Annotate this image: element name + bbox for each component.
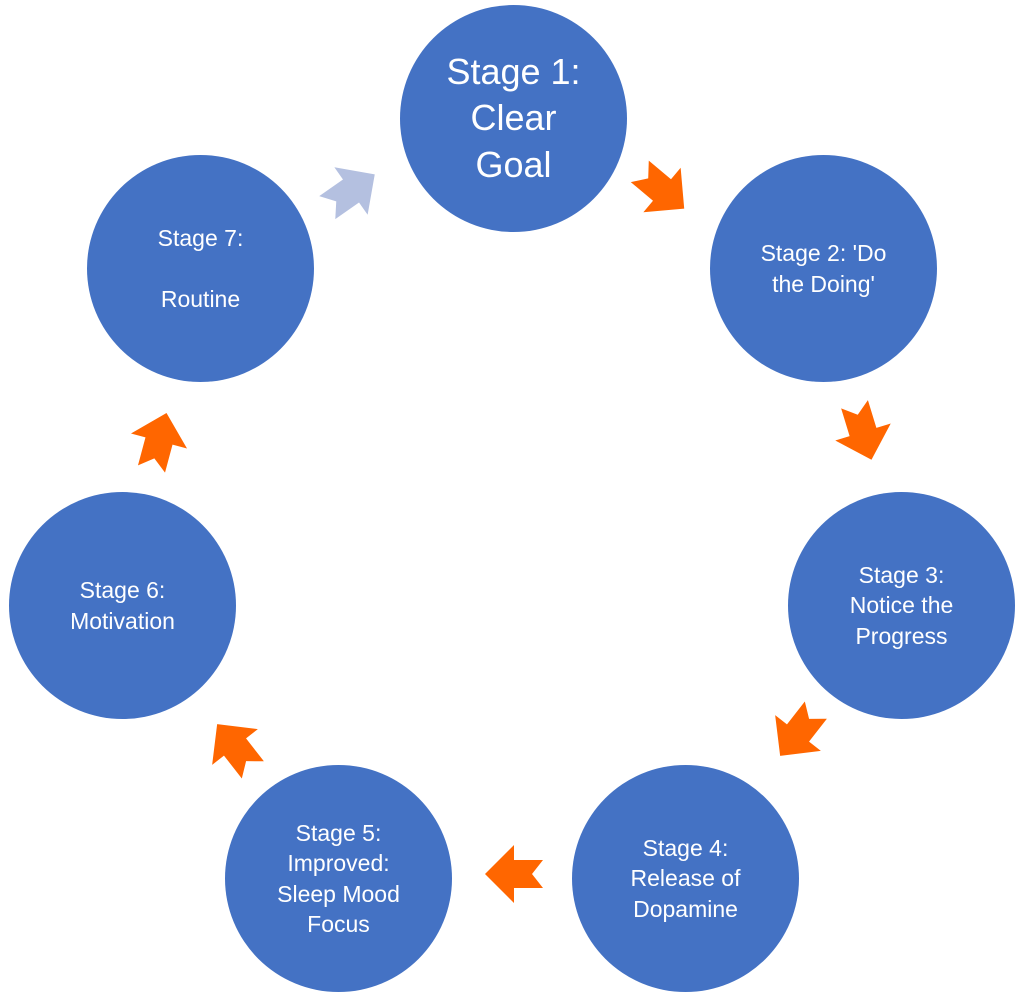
stage-5-label: Stage 5: Improved: Sleep Mood Focus <box>277 819 400 937</box>
arrow-stage7-to-stage1 <box>319 160 382 222</box>
stage-4-label: Stage 4: Release of Dopamine <box>630 834 741 922</box>
stage-6-label: Stage 6: Motivation <box>70 577 175 634</box>
stage-5-circle: Stage 5: Improved: Sleep Mood Focus <box>225 765 452 992</box>
arrow-stage4-to-stage5 <box>483 843 545 905</box>
stage-3-label: Stage 3: Notice the Progress <box>849 561 954 649</box>
arrow-stage6-to-stage7 <box>128 410 190 473</box>
stage-7-circle: Stage 7: Routine <box>87 155 314 382</box>
stage-6-circle: Stage 6: Motivation <box>9 492 236 719</box>
stage-2-label: Stage 2: 'Do the Doing' <box>760 240 887 297</box>
stage-4-circle: Stage 4: Release of Dopamine <box>572 765 799 992</box>
arrow-stage3-to-stage4 <box>767 701 829 764</box>
stage-2-circle: Stage 2: 'Do the Doing' <box>710 155 937 382</box>
stage-1-circle: Stage 1: Clear Goal <box>400 5 627 232</box>
arrow-stage2-to-stage3 <box>832 400 894 463</box>
stage-7-label: Stage 7: Routine <box>157 224 244 312</box>
arrow-stage5-to-stage6 <box>204 716 266 779</box>
stage-3-circle: Stage 3: Notice the Progress <box>788 492 1015 719</box>
stage-1-label: Stage 1: Clear Goal <box>446 51 581 185</box>
arrow-stage1-to-stage2 <box>630 159 693 221</box>
